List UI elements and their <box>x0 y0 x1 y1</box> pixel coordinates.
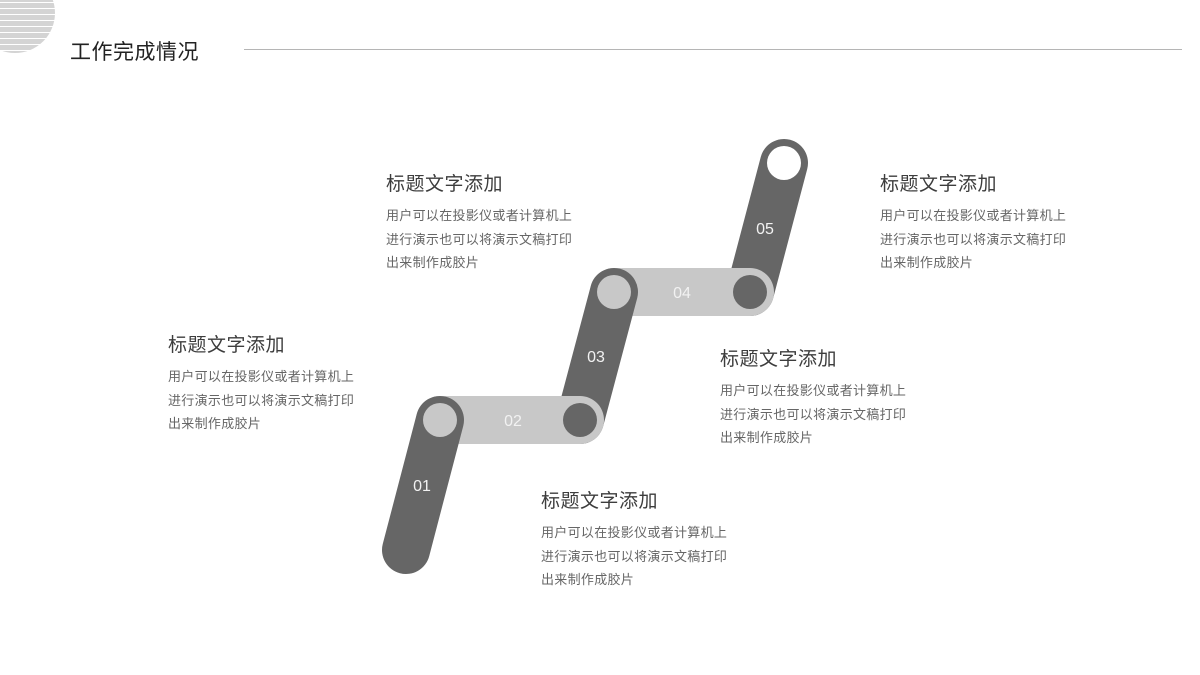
step-05-number: 05 <box>756 221 774 238</box>
step-01-end-circle <box>423 403 457 437</box>
step-01-title: 标题文字添加 <box>168 334 286 356</box>
step-05-card: 标题文字添加 用户可以在投影仪或者计算机上 进行演示也可以将演示文稿打印 出来制… <box>880 172 1120 276</box>
step-04-end-circle <box>733 275 767 309</box>
step-04-title: 标题文字添加 <box>720 348 838 370</box>
step-02-title: 标题文字添加 <box>541 490 659 512</box>
step-05-title: 标题文字添加 <box>880 173 998 195</box>
step-03-end-circle <box>597 275 631 309</box>
step-03-card: 标题文字添加 用户可以在投影仪或者计算机上 进行演示也可以将演示文稿打印 出来制… <box>386 172 626 276</box>
step-01-number: 01 <box>413 478 431 495</box>
page-title: 工作完成情况 <box>70 40 199 64</box>
step-02-card: 标题文字添加 用户可以在投影仪或者计算机上 进行演示也可以将演示文稿打印 出来制… <box>541 489 781 593</box>
step-02-description: 用户可以在投影仪或者计算机上 进行演示也可以将演示文稿打印 出来制作成胶片 <box>541 526 728 588</box>
step-04-number: 04 <box>673 285 691 302</box>
step-04-card: 标题文字添加 用户可以在投影仪或者计算机上 进行演示也可以将演示文稿打印 出来制… <box>720 347 960 451</box>
step-05-description: 用户可以在投影仪或者计算机上 进行演示也可以将演示文稿打印 出来制作成胶片 <box>880 209 1067 271</box>
step-02-number: 02 <box>504 413 522 430</box>
step-04-description: 用户可以在投影仪或者计算机上 进行演示也可以将演示文稿打印 出来制作成胶片 <box>720 384 907 446</box>
step-03-description: 用户可以在投影仪或者计算机上 进行演示也可以将演示文稿打印 出来制作成胶片 <box>386 209 573 271</box>
step-02-end-circle <box>563 403 597 437</box>
title-divider <box>244 49 1182 50</box>
step-05-end-circle <box>767 146 801 180</box>
step-01-pill: 01 <box>382 396 464 574</box>
step-03-number: 03 <box>587 349 605 366</box>
step-03-title: 标题文字添加 <box>386 173 504 195</box>
step-01-card: 标题文字添加 用户可以在投影仪或者计算机上 进行演示也可以将演示文稿打印 出来制… <box>168 333 408 437</box>
step-01-description: 用户可以在投影仪或者计算机上 进行演示也可以将演示文稿打印 出来制作成胶片 <box>168 370 355 432</box>
